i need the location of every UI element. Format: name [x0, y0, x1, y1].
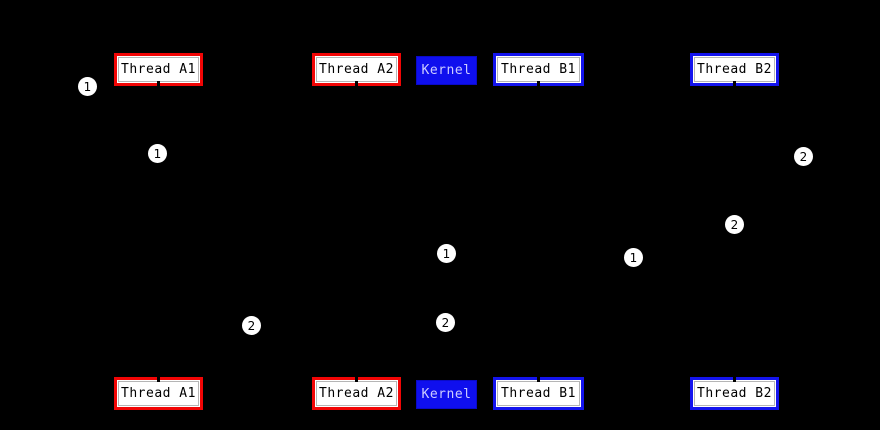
step-marker-5: 1	[437, 244, 456, 263]
lifeline-stub	[156, 81, 160, 87]
thread-a2-label-bottom: Thread A2	[319, 386, 394, 401]
thread-b2-box-top: Thread B2	[690, 53, 779, 87]
thread-a1-label-top: Thread A1	[121, 62, 196, 77]
step-marker-6: 1	[624, 248, 643, 267]
lifeline-stub	[536, 81, 540, 87]
lifeline-stub	[354, 376, 358, 382]
lifeline-stub	[156, 376, 160, 382]
lifeline-stub	[732, 81, 736, 87]
step-marker-2: 1	[148, 144, 167, 163]
lifeline-stub	[536, 376, 540, 382]
thread-b1-box-bottom: Thread B1	[493, 376, 584, 410]
step-marker-4: 2	[725, 215, 744, 234]
kernel-box-bottom: Kernel	[416, 380, 477, 409]
thread-a1-box-bottom: Thread A1	[114, 376, 203, 410]
thread-a2-box-top: Thread A2	[312, 53, 401, 87]
step-marker-8: 2	[242, 316, 261, 335]
thread-b1-label-top: Thread B1	[501, 62, 576, 77]
step-marker-7: 2	[436, 313, 455, 332]
thread-b1-label-bottom: Thread B1	[501, 386, 576, 401]
step-marker-1: 1	[78, 77, 97, 96]
step-marker-3: 2	[794, 147, 813, 166]
thread-b2-label-bottom: Thread B2	[697, 386, 772, 401]
kernel-label-bottom: Kernel	[421, 387, 472, 402]
kernel-box-top: Kernel	[416, 56, 477, 85]
thread-a2-box-bottom: Thread A2	[312, 376, 401, 410]
thread-b2-box-bottom: Thread B2	[690, 376, 779, 410]
lifeline-stub	[732, 376, 736, 382]
kernel-label-top: Kernel	[421, 63, 472, 78]
lifeline-stub	[354, 81, 358, 87]
thread-a2-label-top: Thread A2	[319, 62, 394, 77]
thread-a1-label-bottom: Thread A1	[121, 386, 196, 401]
thread-b2-label-top: Thread B2	[697, 62, 772, 77]
thread-b1-box-top: Thread B1	[493, 53, 584, 87]
thread-a1-box-top: Thread A1	[114, 53, 203, 87]
